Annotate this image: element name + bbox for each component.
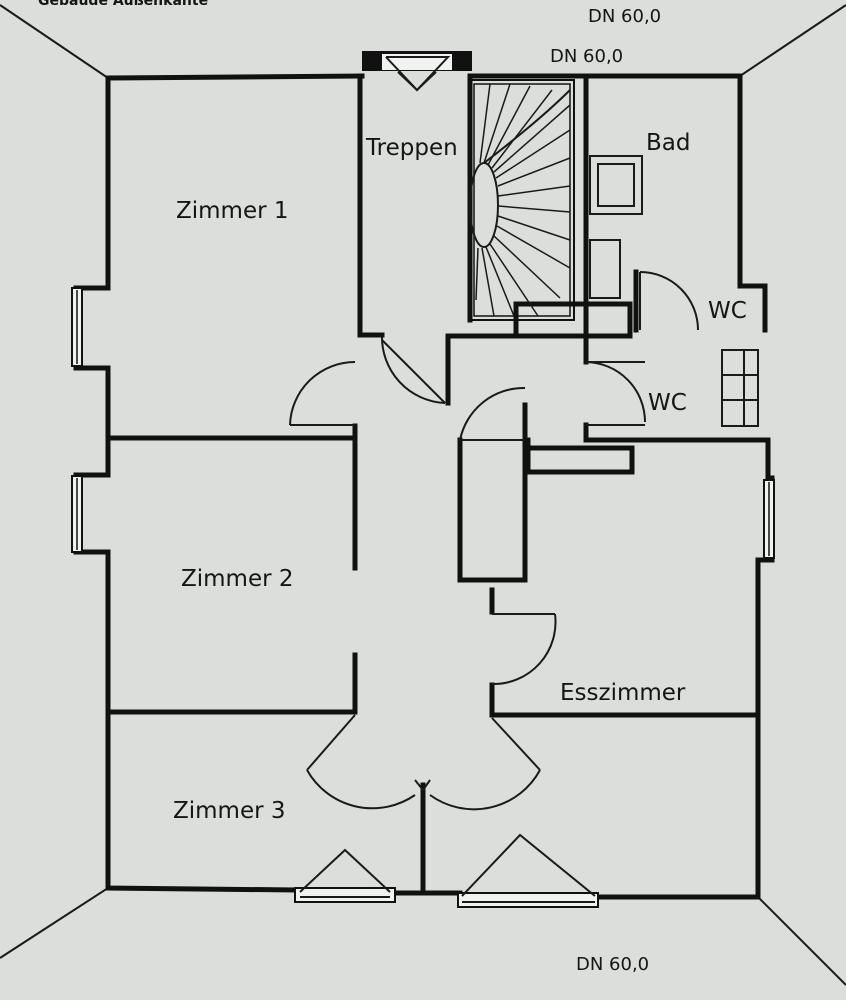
bathroom-fixtures (589, 155, 759, 427)
room-label-wc-2: WC (648, 390, 687, 416)
windows (71, 51, 775, 908)
room-label-esszimmer: Esszimmer (560, 680, 686, 706)
room-label-bad: Bad (646, 130, 690, 156)
roof-lines (0, 4, 846, 986)
room-label-zimmer-2: Zimmer 2 (181, 566, 294, 592)
roof-pitch-top-2: DN 60,0 (550, 46, 623, 67)
roof-pitch-top-1: DN 60,0 (588, 6, 661, 27)
room-label-zimmer-1: Zimmer 1 (176, 198, 289, 224)
building-edge-label: Gebäude Außenkante (38, 0, 208, 9)
room-label-treppen: Treppen (365, 135, 458, 161)
doors (289, 271, 699, 811)
room-label-zimmer-3: Zimmer 3 (173, 798, 286, 824)
room-label-wc-1: WC (708, 298, 747, 324)
staircase (469, 79, 575, 321)
roof-pitch-bottom: DN 60,0 (576, 954, 649, 975)
